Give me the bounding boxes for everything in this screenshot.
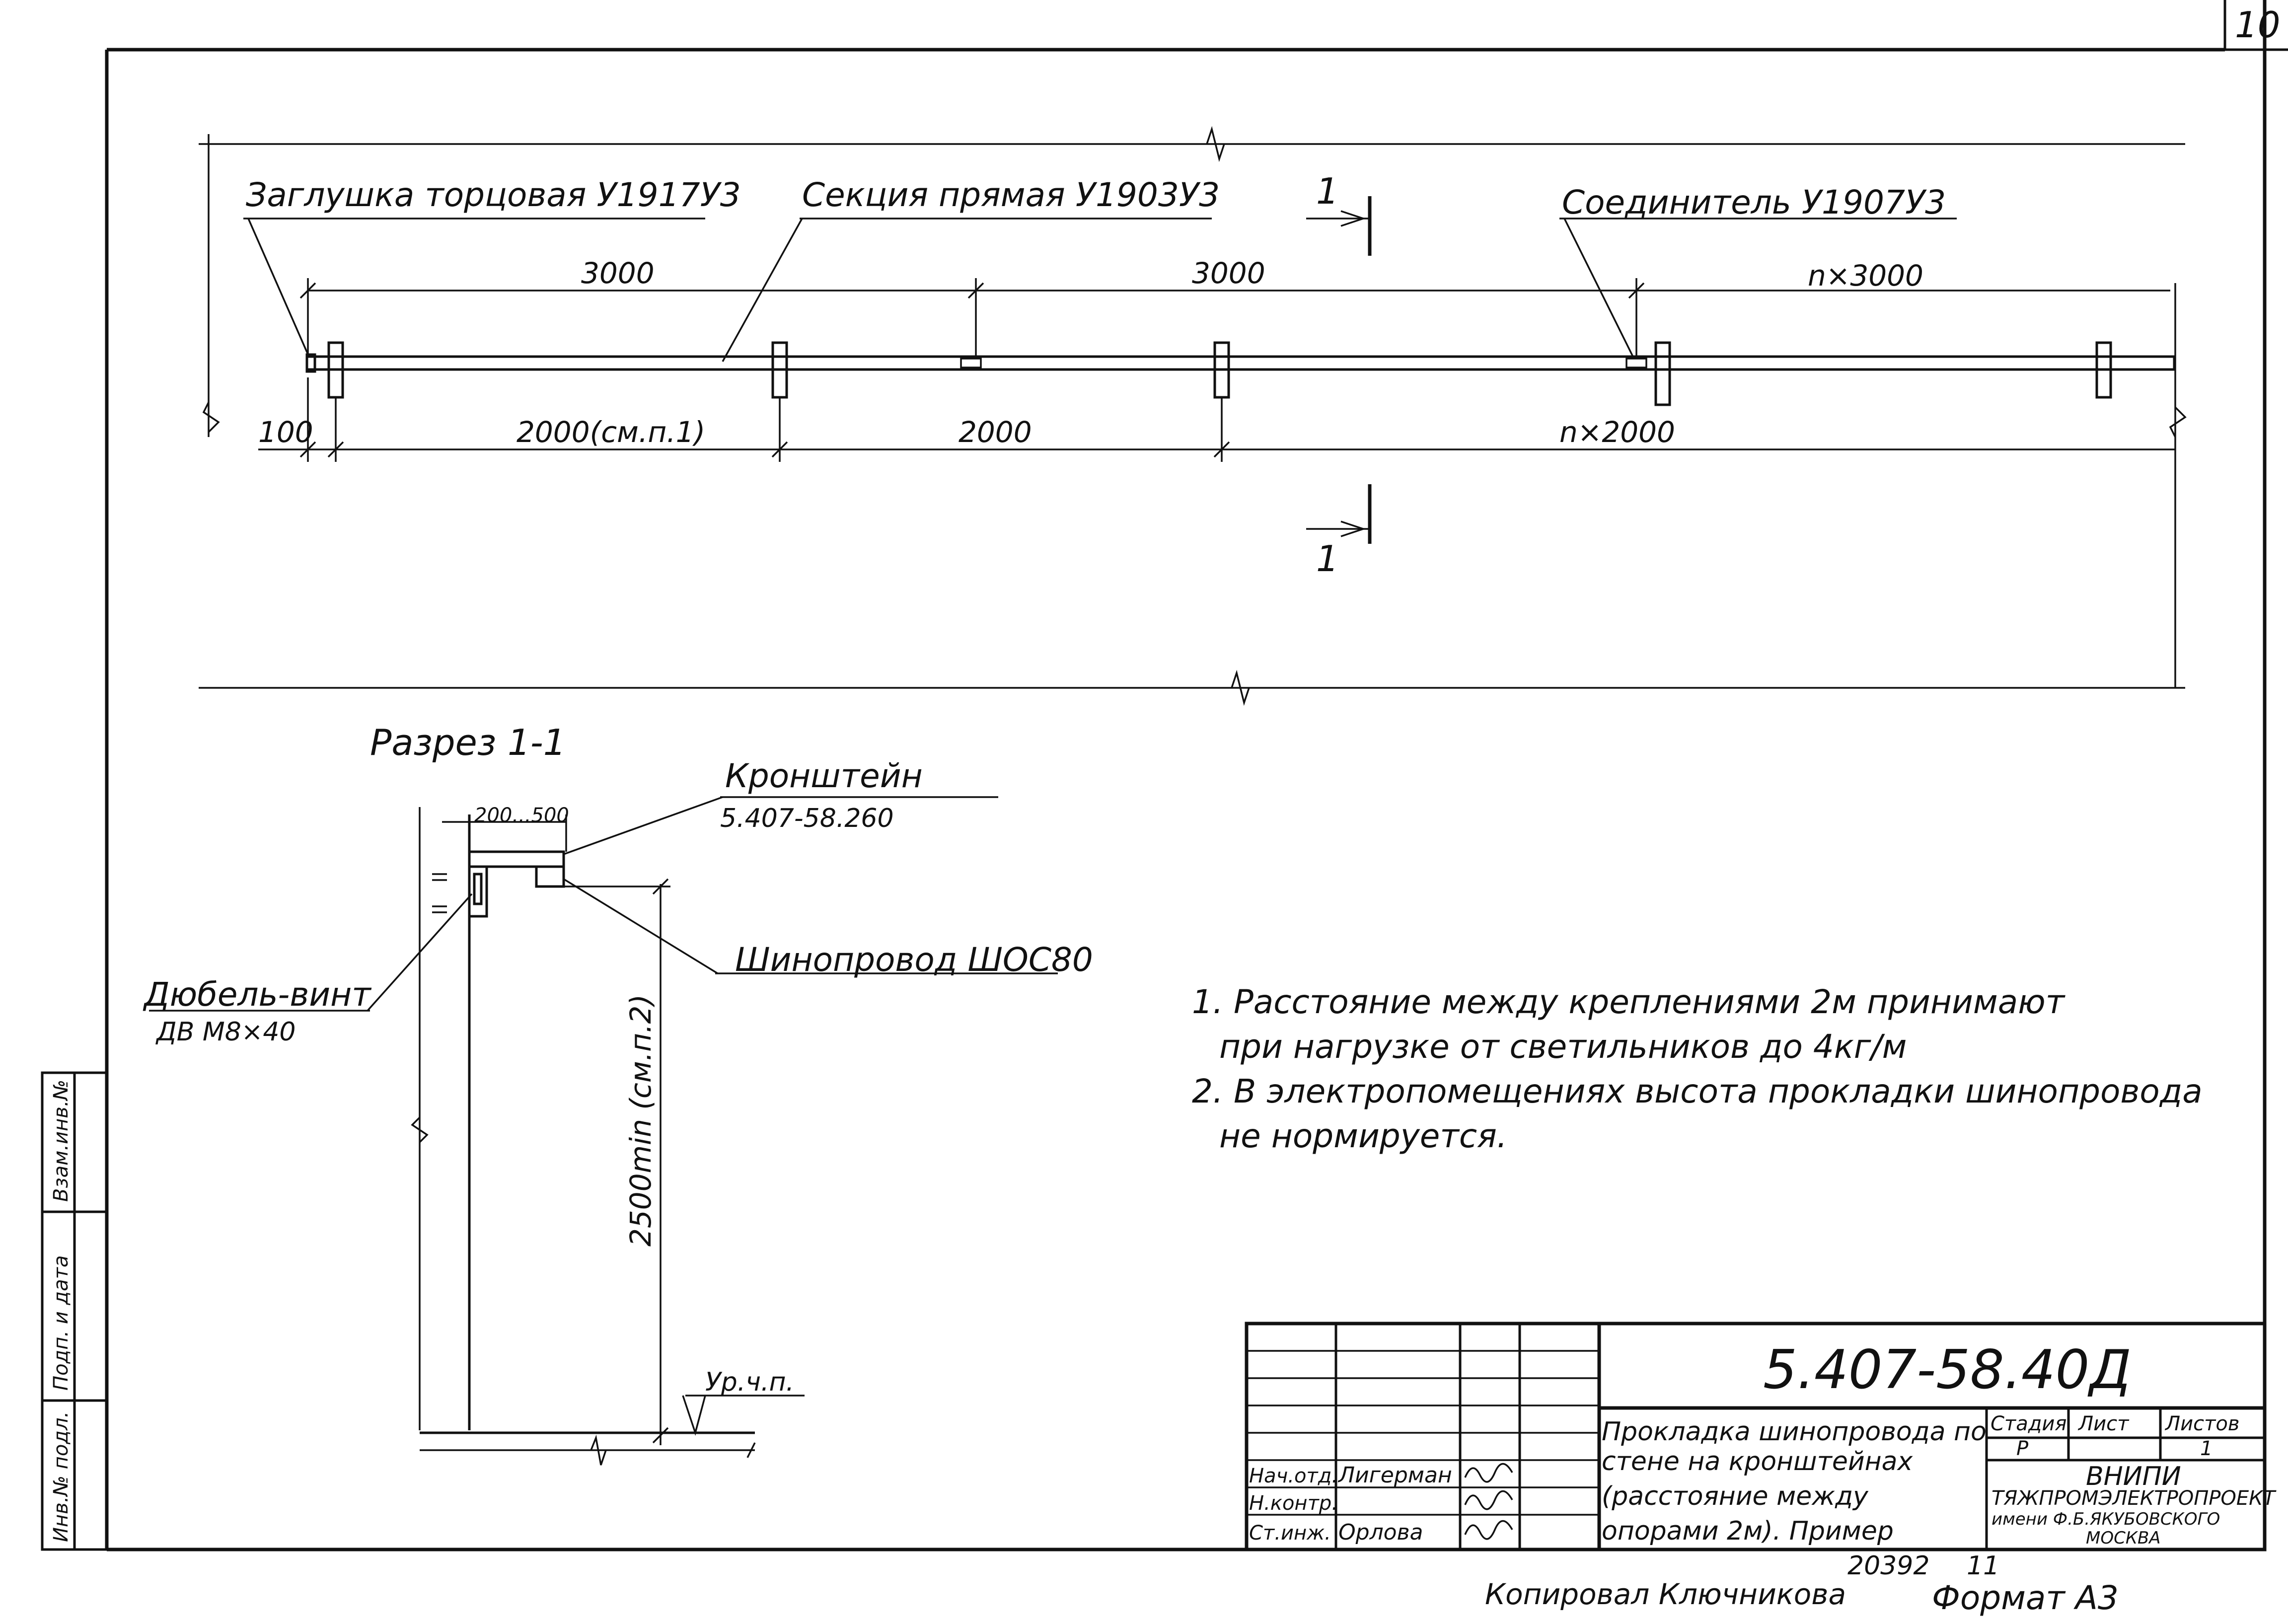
height-dim: 2500min (см.п.2) bbox=[624, 994, 658, 1247]
note-line-1: 1. Расстояние между креплениями 2м прини… bbox=[1192, 983, 2066, 1021]
stage-header: Стадия bbox=[1991, 1412, 2067, 1435]
bracket-code: 5.407-58.260 bbox=[720, 804, 894, 833]
org-line-4: МОСКВА bbox=[2086, 1528, 2161, 1548]
org-line-3: имени Ф.Б.ЯКУБОВСКОГО bbox=[1992, 1509, 2220, 1529]
dim-top-2: 3000 bbox=[1192, 256, 1265, 290]
title-line-3: (расстояние между bbox=[1602, 1481, 1869, 1511]
dim-top-1: 3000 bbox=[581, 256, 655, 290]
doc-code: 5.407-58.40Д bbox=[1763, 1339, 2132, 1401]
label-end-cap: Заглушка торцовая У1917У3 bbox=[246, 176, 741, 214]
dim-bottom-2: 2000(см.п.1) bbox=[517, 415, 705, 449]
signature-3 bbox=[1464, 1520, 1513, 1540]
floor-level: Ур.ч.п. bbox=[705, 1367, 794, 1397]
side-stamp bbox=[41, 1071, 108, 1551]
busway-label: Шинопровод ШОС80 bbox=[735, 941, 1093, 979]
sheets-header: Листов bbox=[2164, 1412, 2239, 1435]
label-straight-section: Секция прямая У1903У3 bbox=[802, 176, 1220, 214]
footer-number-1: 20392 bbox=[1847, 1551, 1929, 1581]
page-number: 10 bbox=[2235, 4, 2281, 46]
org-line-2: ТЯЖПРОМЭЛЕКТРОПРОЕКТ bbox=[1992, 1487, 2277, 1510]
side-stamp-sign: Подп. и дата bbox=[50, 1255, 73, 1391]
section-title: Разрез 1-1 bbox=[370, 722, 566, 763]
busway-plan bbox=[305, 355, 2176, 371]
bracket-label: Кронштейн bbox=[725, 757, 923, 795]
role-1: Нач.отд. bbox=[1249, 1465, 1338, 1487]
dowel-code: ДВ М8×40 bbox=[155, 1017, 296, 1047]
side-stamp-replace: Взам.инв.№ bbox=[50, 1080, 73, 1202]
support-5 bbox=[2095, 341, 2112, 399]
sheet-frame bbox=[105, 0, 2288, 1551]
dim-bottom-1: 100 bbox=[258, 415, 313, 449]
plan-view bbox=[199, 126, 2187, 706]
note-line-3: 2. В электропомещениях высота прокладки … bbox=[1192, 1072, 2203, 1110]
side-stamp-inv: Инв.№ подл. bbox=[50, 1411, 73, 1542]
signature-2 bbox=[1464, 1490, 1513, 1510]
section-marker-top: 1 bbox=[1316, 170, 1339, 212]
note-line-2: при нагрузке от светильников до 4кг/м bbox=[1219, 1028, 1907, 1066]
signature-1 bbox=[1464, 1463, 1513, 1483]
label-connector: Соединитель У1907У3 bbox=[1562, 183, 1946, 221]
dim-bottom-3: 2000 bbox=[959, 415, 1032, 449]
sheets-value: 1 bbox=[2200, 1437, 2213, 1460]
dowel-label: Дюбель-винт bbox=[143, 975, 372, 1014]
section-marker-bottom: 1 bbox=[1316, 538, 1339, 580]
section-view bbox=[149, 796, 1058, 1466]
dim-bottom-4: n×2000 bbox=[1559, 415, 1675, 449]
end-cap bbox=[305, 353, 316, 373]
footer-number-2: 11 bbox=[1967, 1551, 1999, 1581]
joint-1 bbox=[960, 358, 982, 369]
copied-by: Копировал Ключникова bbox=[1485, 1577, 1846, 1611]
title-line-1: Прокладка шинопровода по bbox=[1602, 1417, 1987, 1447]
bracket-dim: 200...500 bbox=[474, 804, 569, 827]
role-3: Ст.инж. bbox=[1249, 1522, 1331, 1545]
role-2: Н.контр. bbox=[1249, 1492, 1338, 1515]
org-line-1: ВНИПИ bbox=[2086, 1462, 2181, 1491]
sheet-header: Лист bbox=[2077, 1412, 2130, 1435]
joint-2 bbox=[1625, 358, 1647, 369]
name-1: Лигерман bbox=[1337, 1463, 1452, 1488]
support-4 bbox=[1654, 341, 1671, 406]
stage-value: Р bbox=[2016, 1437, 2029, 1460]
note-line-4: не нормируется. bbox=[1219, 1117, 1507, 1155]
title-line-4: опорами 2м). Пример bbox=[1602, 1516, 1894, 1546]
title-block bbox=[1245, 1322, 2267, 1551]
dim-top-3: n×3000 bbox=[1808, 259, 1923, 293]
format: Формат А3 bbox=[1932, 1579, 2119, 1617]
name-3: Орлова bbox=[1338, 1520, 1423, 1545]
title-line-2: стене на кронштейнах bbox=[1602, 1447, 1914, 1476]
